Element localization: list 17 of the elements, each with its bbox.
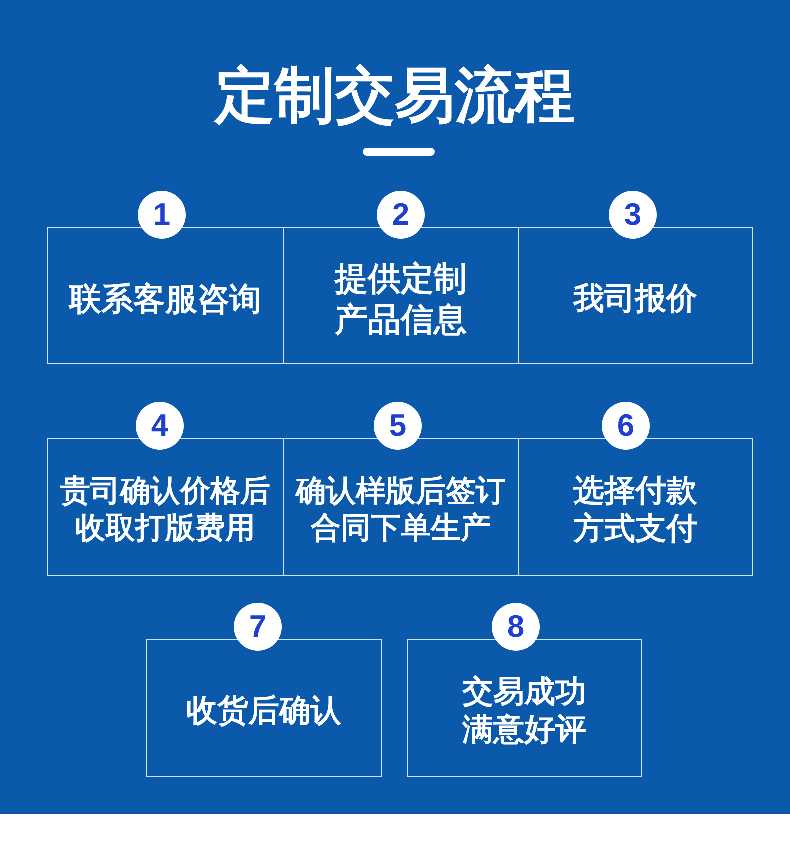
title: 定制交易流程: [215, 60, 575, 132]
step-text: 贵司确认价格后收取打版费用: [60, 474, 272, 548]
step-box: [283, 227, 519, 364]
step-box: [47, 438, 284, 576]
step-text: 收货后确认: [186, 693, 342, 731]
step-text: 联系客服咨询: [70, 280, 262, 320]
step-text: 确认样版后签订合同下单生产: [294, 474, 507, 548]
step-text: 选择付款方式支付: [572, 473, 698, 549]
step-box: [518, 438, 753, 576]
step-box: [47, 227, 284, 364]
step-text: 交易成功满意好评: [461, 674, 588, 750]
step-text: 提供定制产品信息: [333, 259, 468, 340]
step-text: 我司报价: [574, 280, 698, 318]
step-box: [407, 639, 642, 777]
step-box: [518, 227, 753, 364]
step-box: [283, 438, 519, 576]
step-box: [146, 639, 382, 777]
